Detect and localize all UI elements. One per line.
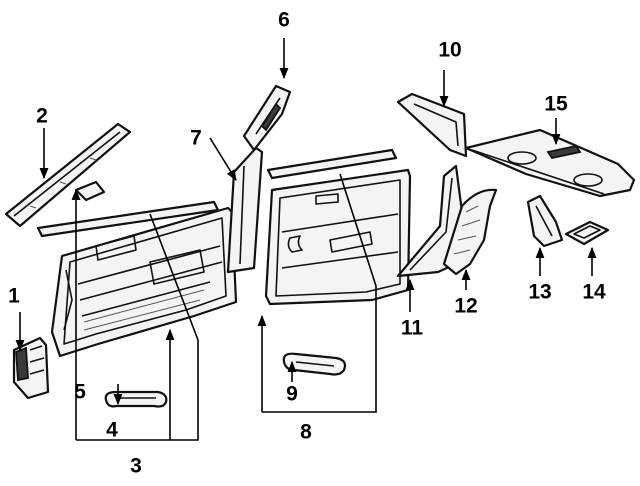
part-15-package-tray bbox=[464, 128, 636, 198]
leader-lines bbox=[15, 38, 597, 441]
callout-14: 14 bbox=[582, 280, 606, 304]
callout-4: 4 bbox=[106, 418, 118, 442]
part-6-upper-pillar bbox=[242, 84, 292, 152]
callout-9: 9 bbox=[286, 382, 298, 406]
callout-11: 11 bbox=[400, 316, 424, 340]
rear-door-panel bbox=[264, 168, 412, 306]
callout-7: 7 bbox=[190, 126, 202, 150]
part-7-lower-pillar bbox=[226, 146, 264, 274]
part-9-rear-handle bbox=[282, 352, 347, 376]
part-5-clip bbox=[74, 180, 106, 202]
callout-1: 1 bbox=[8, 284, 20, 308]
callout-13: 13 bbox=[528, 280, 552, 304]
callout-15: 15 bbox=[544, 92, 568, 116]
callout-2: 2 bbox=[36, 104, 48, 128]
callout-12: 12 bbox=[454, 294, 478, 318]
part-4-front-handle bbox=[104, 390, 168, 408]
callout-10: 10 bbox=[438, 38, 462, 62]
part-2-pillar-trim bbox=[4, 122, 132, 228]
part-14-bezel bbox=[564, 220, 610, 246]
part-10-quarter-upper bbox=[396, 92, 468, 158]
part-1-bracket bbox=[12, 336, 50, 400]
part-11-quarter-side bbox=[396, 164, 464, 278]
callout-5: 5 bbox=[74, 380, 86, 404]
callout-6: 6 bbox=[278, 8, 290, 32]
part-12-wheelhouse bbox=[442, 188, 498, 276]
callout-3: 3 bbox=[130, 454, 142, 478]
rear-door-belt-strip bbox=[266, 148, 398, 180]
part-13-quarter-triangle bbox=[526, 194, 564, 248]
callout-8: 8 bbox=[300, 420, 312, 444]
